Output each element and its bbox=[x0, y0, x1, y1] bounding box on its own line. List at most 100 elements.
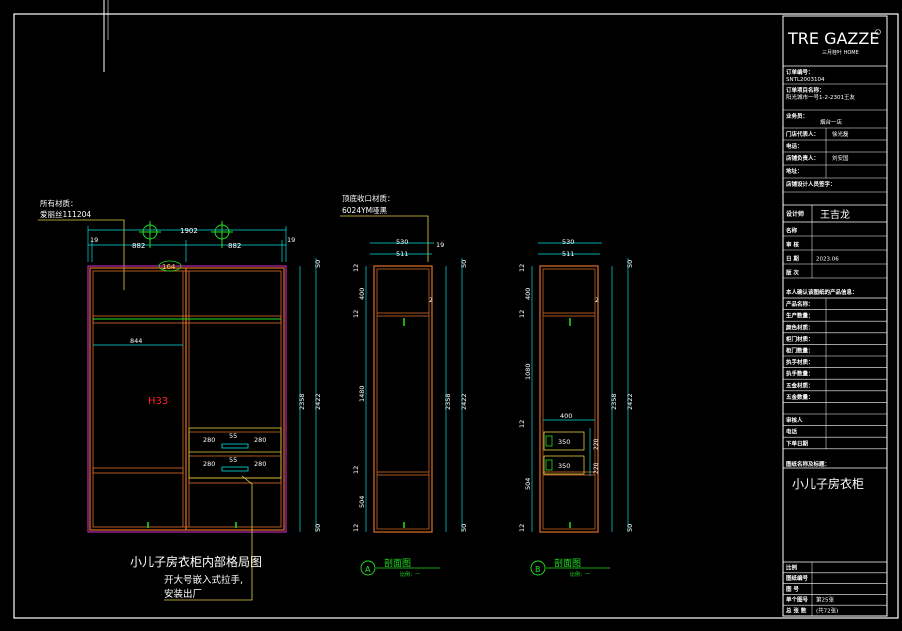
section-b-dim-left: 12 bbox=[518, 264, 526, 272]
section-a-height-a: 2358 bbox=[444, 393, 452, 410]
section-a-dim-outer: 530 bbox=[396, 238, 408, 246]
section-b-drawer-side: 220 bbox=[593, 438, 600, 450]
section-b-scale: 比例：一 bbox=[570, 571, 590, 578]
section-a-top-small: 50 bbox=[460, 260, 468, 268]
section-a-dim-left: 12 bbox=[352, 264, 360, 272]
dim-inner-width: 844 bbox=[130, 337, 142, 345]
section-a-small-dim: 2 bbox=[429, 297, 433, 304]
title-block-value: 2023.06 bbox=[816, 257, 839, 263]
title-block-value: 刘安国 bbox=[832, 154, 849, 162]
h33-marker: H33 bbox=[148, 396, 168, 407]
dim-bottom-small: 50 bbox=[314, 524, 322, 532]
drawer-handle bbox=[221, 443, 249, 449]
title-block-value: 第25张 bbox=[816, 596, 834, 604]
title-block-label: 执手材质： bbox=[786, 358, 814, 366]
section-b-drawer-width: 400 bbox=[560, 412, 572, 420]
section-a-dim-inner: 511 bbox=[396, 250, 408, 258]
section-a-dim-side: 19 bbox=[436, 241, 444, 249]
title-block-value: 烟台一店 bbox=[820, 118, 843, 126]
drawer-dim: 55 bbox=[229, 432, 237, 440]
section-b-dim-left: 400 bbox=[524, 288, 532, 300]
drawer-dim: 55 bbox=[229, 456, 237, 464]
product-header: 本人确认该图纸的产品信息： bbox=[786, 288, 858, 296]
section-b-letter: B bbox=[535, 565, 541, 574]
section-a-dim-left: 400 bbox=[358, 288, 366, 300]
title-block-value: (共72张) bbox=[816, 607, 838, 615]
section-b-dim-left: 12 bbox=[518, 420, 526, 428]
title-block-label: 业务员： bbox=[786, 112, 808, 120]
title-block-label: 单个图号 bbox=[786, 596, 809, 604]
drawer-dim: 280 bbox=[254, 460, 266, 468]
cabinet-outline bbox=[87, 265, 287, 533]
drawing-border bbox=[13, 13, 899, 619]
brand-logo-sub: 三月桂叶 HOME bbox=[822, 49, 859, 56]
title-block-label: 名称 bbox=[786, 227, 798, 235]
section-a-view: 顶底收口材质： 6024YM哑黑 530 511 19 2 12 400 12 … bbox=[340, 193, 468, 578]
section-b-bubble-icon bbox=[530, 560, 546, 576]
title-block-label: 下单日期 bbox=[786, 439, 809, 447]
title-block-label: 店铺设计人员签字： bbox=[786, 180, 836, 188]
title-block-label: 订单编号： bbox=[786, 68, 814, 76]
section-b-view: 530 511 2 400 350 350 220 220 12 400 12 … bbox=[518, 238, 634, 578]
title-block-label: 版 次 bbox=[785, 269, 799, 277]
designer-value: 王吉龙 bbox=[820, 208, 850, 221]
section-a-title: 剖面图 bbox=[384, 557, 411, 569]
title-block-label: 比例 bbox=[786, 563, 798, 571]
section-a-dim-left: 504 bbox=[358, 496, 366, 508]
section-b-drawer bbox=[543, 431, 585, 451]
front-material-label: 所有材质： bbox=[40, 198, 78, 208]
dim-side-left: 19 bbox=[90, 236, 98, 244]
top-tag: 164 bbox=[162, 263, 176, 271]
title-block-label: 总 张 数 bbox=[786, 607, 807, 615]
dim-height-b: 2422 bbox=[314, 393, 322, 410]
section-b-dim-left: 1080 bbox=[524, 363, 532, 380]
dim-top-small: 50 bbox=[314, 260, 322, 268]
section-b-height-b: 2422 bbox=[626, 393, 634, 410]
title-block-label: 图 号 bbox=[786, 585, 799, 593]
dim-right-bay: 882 bbox=[228, 242, 241, 250]
front-material-value: 爱丽丝111204 bbox=[40, 209, 91, 219]
section-b-top-small: 50 bbox=[626, 260, 634, 268]
title-block-label: 电话 bbox=[786, 428, 798, 436]
section-a-bottom-small: 50 bbox=[460, 524, 468, 532]
title-block-value: 徐光磊 bbox=[832, 130, 849, 138]
section-b-dim-inner: 511 bbox=[562, 250, 574, 258]
brand-logo: TRE GAZZE bbox=[787, 29, 879, 48]
note-leader bbox=[164, 475, 253, 601]
drawing-name: 小儿子房衣柜 bbox=[792, 476, 864, 491]
section-b-dim-left: 12 bbox=[518, 310, 526, 318]
title-block-label: 产品名称： bbox=[786, 300, 814, 308]
section-a-material-value: 6024YM哑黑 bbox=[342, 206, 388, 215]
section-b-height-a: 2358 bbox=[610, 393, 618, 410]
dim-side-right: 19 bbox=[287, 236, 295, 244]
section-b-title: 剖面图 bbox=[554, 557, 581, 569]
front-view: 所有材质： 爱丽丝111204 1902 882 882 19 19 bbox=[38, 198, 322, 601]
section-a-dim-left: 12 bbox=[352, 310, 360, 318]
title-block-label: 生产数量： bbox=[786, 312, 814, 320]
drawer-block bbox=[188, 427, 282, 479]
title-block-value: SNTL2003104 bbox=[786, 77, 825, 83]
section-a-dim-left: 1480 bbox=[358, 385, 366, 402]
title-block-label: 日 期 bbox=[786, 255, 799, 263]
registered-icon bbox=[875, 29, 881, 35]
section-a-letter: A bbox=[365, 565, 371, 574]
title-block: TRE GAZZE 三月桂叶 HOME 订单编号：SNTL2003104 订单项目… bbox=[782, 15, 888, 617]
dim-height-a: 2358 bbox=[298, 393, 306, 410]
section-a-material-label: 顶底收口材质： bbox=[342, 193, 395, 203]
title-block-label: 审 核 bbox=[786, 241, 799, 249]
section-a-dim-left: 12 bbox=[352, 466, 360, 474]
title-block-label: 执手数量： bbox=[786, 370, 814, 378]
section-b-drawer-dim: 350 bbox=[558, 462, 570, 470]
material-leader bbox=[38, 219, 125, 290]
title-block-label: 订单项目名称： bbox=[786, 86, 825, 94]
section-b-dim-left: 12 bbox=[518, 524, 526, 532]
title-block-label: 颜色材质： bbox=[786, 323, 814, 331]
section-b-drawer bbox=[543, 455, 585, 475]
section-b-dim-outer: 530 bbox=[562, 238, 574, 246]
title-block-value: 阳光城市一号1-2-2301王友 bbox=[786, 93, 855, 101]
section-b-bottom-small: 50 bbox=[626, 524, 634, 532]
title-block-label: 地址： bbox=[786, 167, 803, 175]
title-block-label: 店铺负责人： bbox=[786, 154, 819, 162]
title-block-label: 图纸编号 bbox=[786, 574, 809, 582]
